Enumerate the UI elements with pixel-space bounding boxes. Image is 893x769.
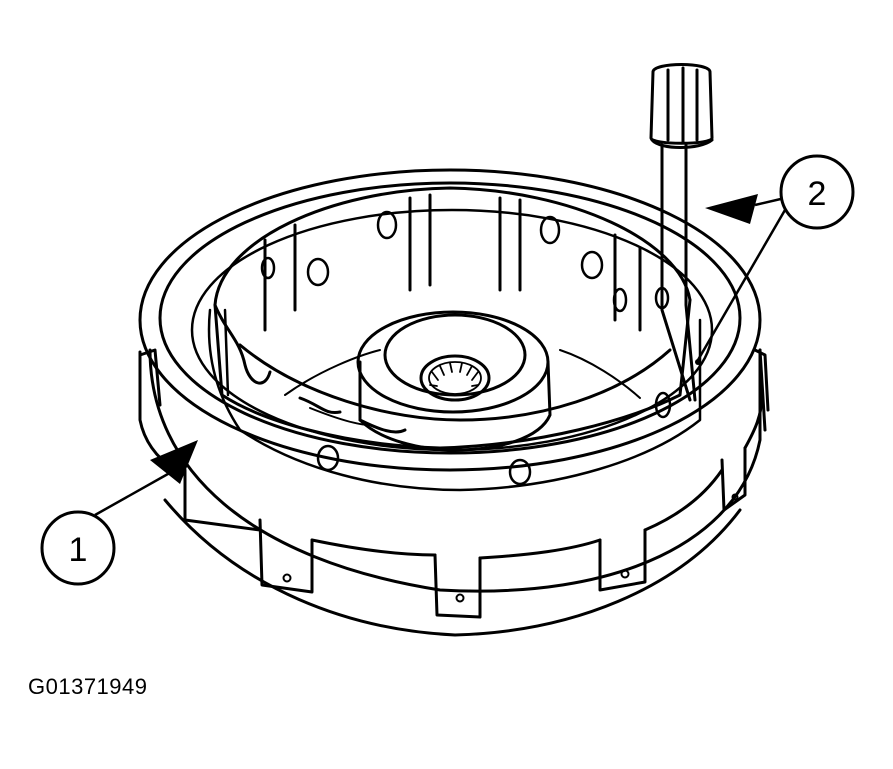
callout-2-arrowhead xyxy=(705,194,758,224)
screwdriver xyxy=(649,63,714,402)
inner-drum-wall xyxy=(213,186,692,450)
drum-holes xyxy=(260,210,672,486)
snap-ring xyxy=(207,308,702,492)
hub-splines xyxy=(428,361,482,395)
callout-1: 1 xyxy=(40,440,198,586)
callout-1-label: 1 xyxy=(69,531,88,569)
center-hub xyxy=(356,310,552,452)
callout-2: 2 xyxy=(695,154,855,365)
clutch-drum-outer-shell xyxy=(138,348,767,637)
callout-2-label: 2 xyxy=(808,175,827,213)
figure-id: G01371949 xyxy=(28,674,148,699)
callout-1-arrowhead xyxy=(150,440,198,484)
spline-tab-dots xyxy=(282,493,739,603)
inner-floor-ring xyxy=(284,349,641,426)
clutch-drum-rim xyxy=(138,168,762,472)
drum-outer-splines xyxy=(138,348,770,619)
